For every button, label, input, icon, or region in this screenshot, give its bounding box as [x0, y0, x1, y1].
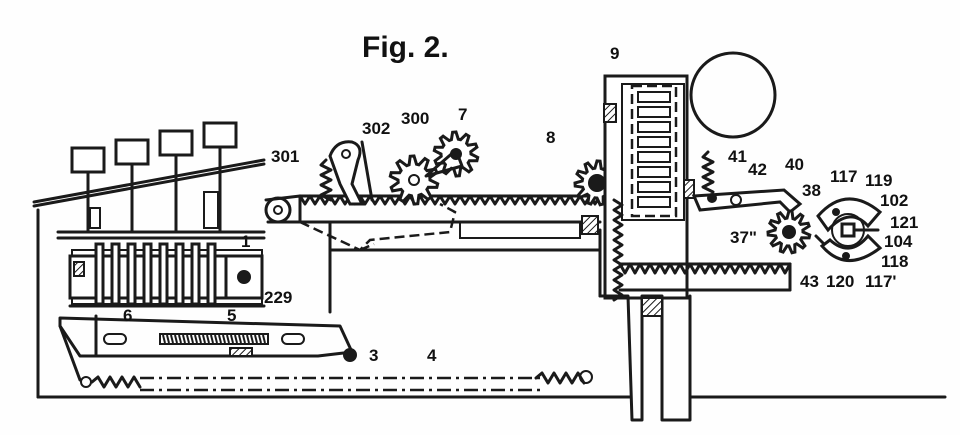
label-121: 121: [890, 213, 918, 232]
plate-coil-turn: [206, 334, 210, 344]
label-118: 118: [881, 252, 908, 271]
label-300: 300: [401, 109, 429, 128]
label-3: 3: [369, 346, 378, 365]
label-9: 9: [610, 44, 619, 63]
plate-coil-turn: [190, 334, 194, 344]
counter-register: [598, 74, 695, 302]
slide-plate: [58, 314, 357, 388]
return-spring: [90, 370, 593, 392]
pin-carriage: [56, 230, 266, 308]
label-43: 43: [800, 272, 819, 291]
support-posts: [598, 294, 692, 422]
plate-coil-turn: [234, 334, 238, 344]
gear-7: [424, 130, 480, 178]
counter-wheel: [637, 121, 671, 133]
label-1: 1: [241, 232, 250, 251]
label-42: 42: [748, 160, 767, 179]
cam-assembly: [814, 197, 883, 262]
carriage-pin: [94, 242, 105, 306]
label-102: 102: [880, 191, 908, 210]
plate-coil-turn: [238, 334, 242, 344]
label-229: 229: [264, 288, 292, 307]
plate-coil-turn: [210, 334, 214, 344]
carriage-pin: [142, 242, 153, 306]
plate-coil-turn: [254, 334, 258, 344]
plate-coil-turn: [202, 334, 206, 344]
key-buttons: [32, 121, 266, 234]
label-301: 301: [271, 147, 299, 166]
carriage-pin: [110, 242, 121, 306]
counter-wheel: [637, 106, 671, 118]
plate-coil-turn: [242, 334, 246, 344]
plate-coil-turn: [262, 334, 266, 344]
lower-rack: [581, 215, 792, 292]
label-4: 4: [427, 346, 437, 365]
label-37: 37": [730, 228, 757, 247]
plate-coil-turn: [194, 334, 198, 344]
counter-wheel: [637, 151, 671, 163]
plate-coil-turn: [186, 334, 190, 344]
plate-coil-turn: [250, 334, 254, 344]
label-41: 41: [728, 147, 747, 166]
label-40: 40: [785, 155, 804, 174]
counter-wheel: [637, 181, 671, 193]
carriage-pin: [126, 242, 137, 306]
counter-wheel: [637, 196, 671, 208]
label-5: 5: [227, 306, 236, 325]
counter-wheel: [637, 91, 671, 103]
carriage-pin: [174, 242, 185, 306]
slanted-bar: [32, 162, 266, 208]
gear-300: [388, 154, 440, 206]
base-frame: [36, 208, 947, 399]
main-rack-lever: [264, 194, 602, 314]
figure-title: Fig. 2.: [362, 31, 449, 64]
large-wheel: [689, 51, 777, 139]
counter-wheel: [637, 136, 671, 148]
label-120: 120: [826, 272, 854, 291]
label-119: 119: [865, 171, 892, 190]
key-2: [114, 138, 150, 166]
plate-coil-turn: [178, 334, 182, 344]
plate-coil-turn: [246, 334, 250, 344]
plate-coil-turn: [170, 334, 174, 344]
carriage-pin: [206, 242, 217, 306]
plate-coil-turn: [162, 334, 166, 344]
label-38: 38: [802, 181, 821, 200]
plate-coil-turn: [230, 334, 234, 344]
label-7: 7: [458, 105, 467, 124]
carriage-pin: [158, 242, 169, 306]
plate-coil-turn: [258, 334, 262, 344]
reference-labels: 1 3 4 5 6 7 8 9 37" 38 40 41 42 43 102 1…: [123, 44, 918, 365]
plate-coil-turn: [218, 334, 222, 344]
label-6: 6: [123, 306, 132, 325]
label-104: 104: [884, 232, 913, 251]
plate-coil-turn: [222, 334, 226, 344]
label-117: 117: [830, 167, 857, 186]
counter-wheel: [637, 166, 671, 178]
label-8: 8: [546, 128, 555, 147]
plate-coil-turn: [182, 334, 186, 344]
label-302: 302: [362, 119, 390, 138]
key-1: [70, 146, 106, 174]
plate-coil-turn: [198, 334, 202, 344]
carriage-pin: [190, 242, 201, 306]
plate-coil-turn: [174, 334, 178, 344]
gear-38: [766, 209, 812, 255]
key-4: [202, 121, 238, 149]
plate-coil-turn: [166, 334, 170, 344]
label-117p: 117': [865, 272, 896, 291]
key-3: [158, 129, 194, 157]
plate-coil-turn: [214, 334, 218, 344]
lever-302: [319, 140, 374, 206]
plate-coil-turn: [226, 334, 230, 344]
